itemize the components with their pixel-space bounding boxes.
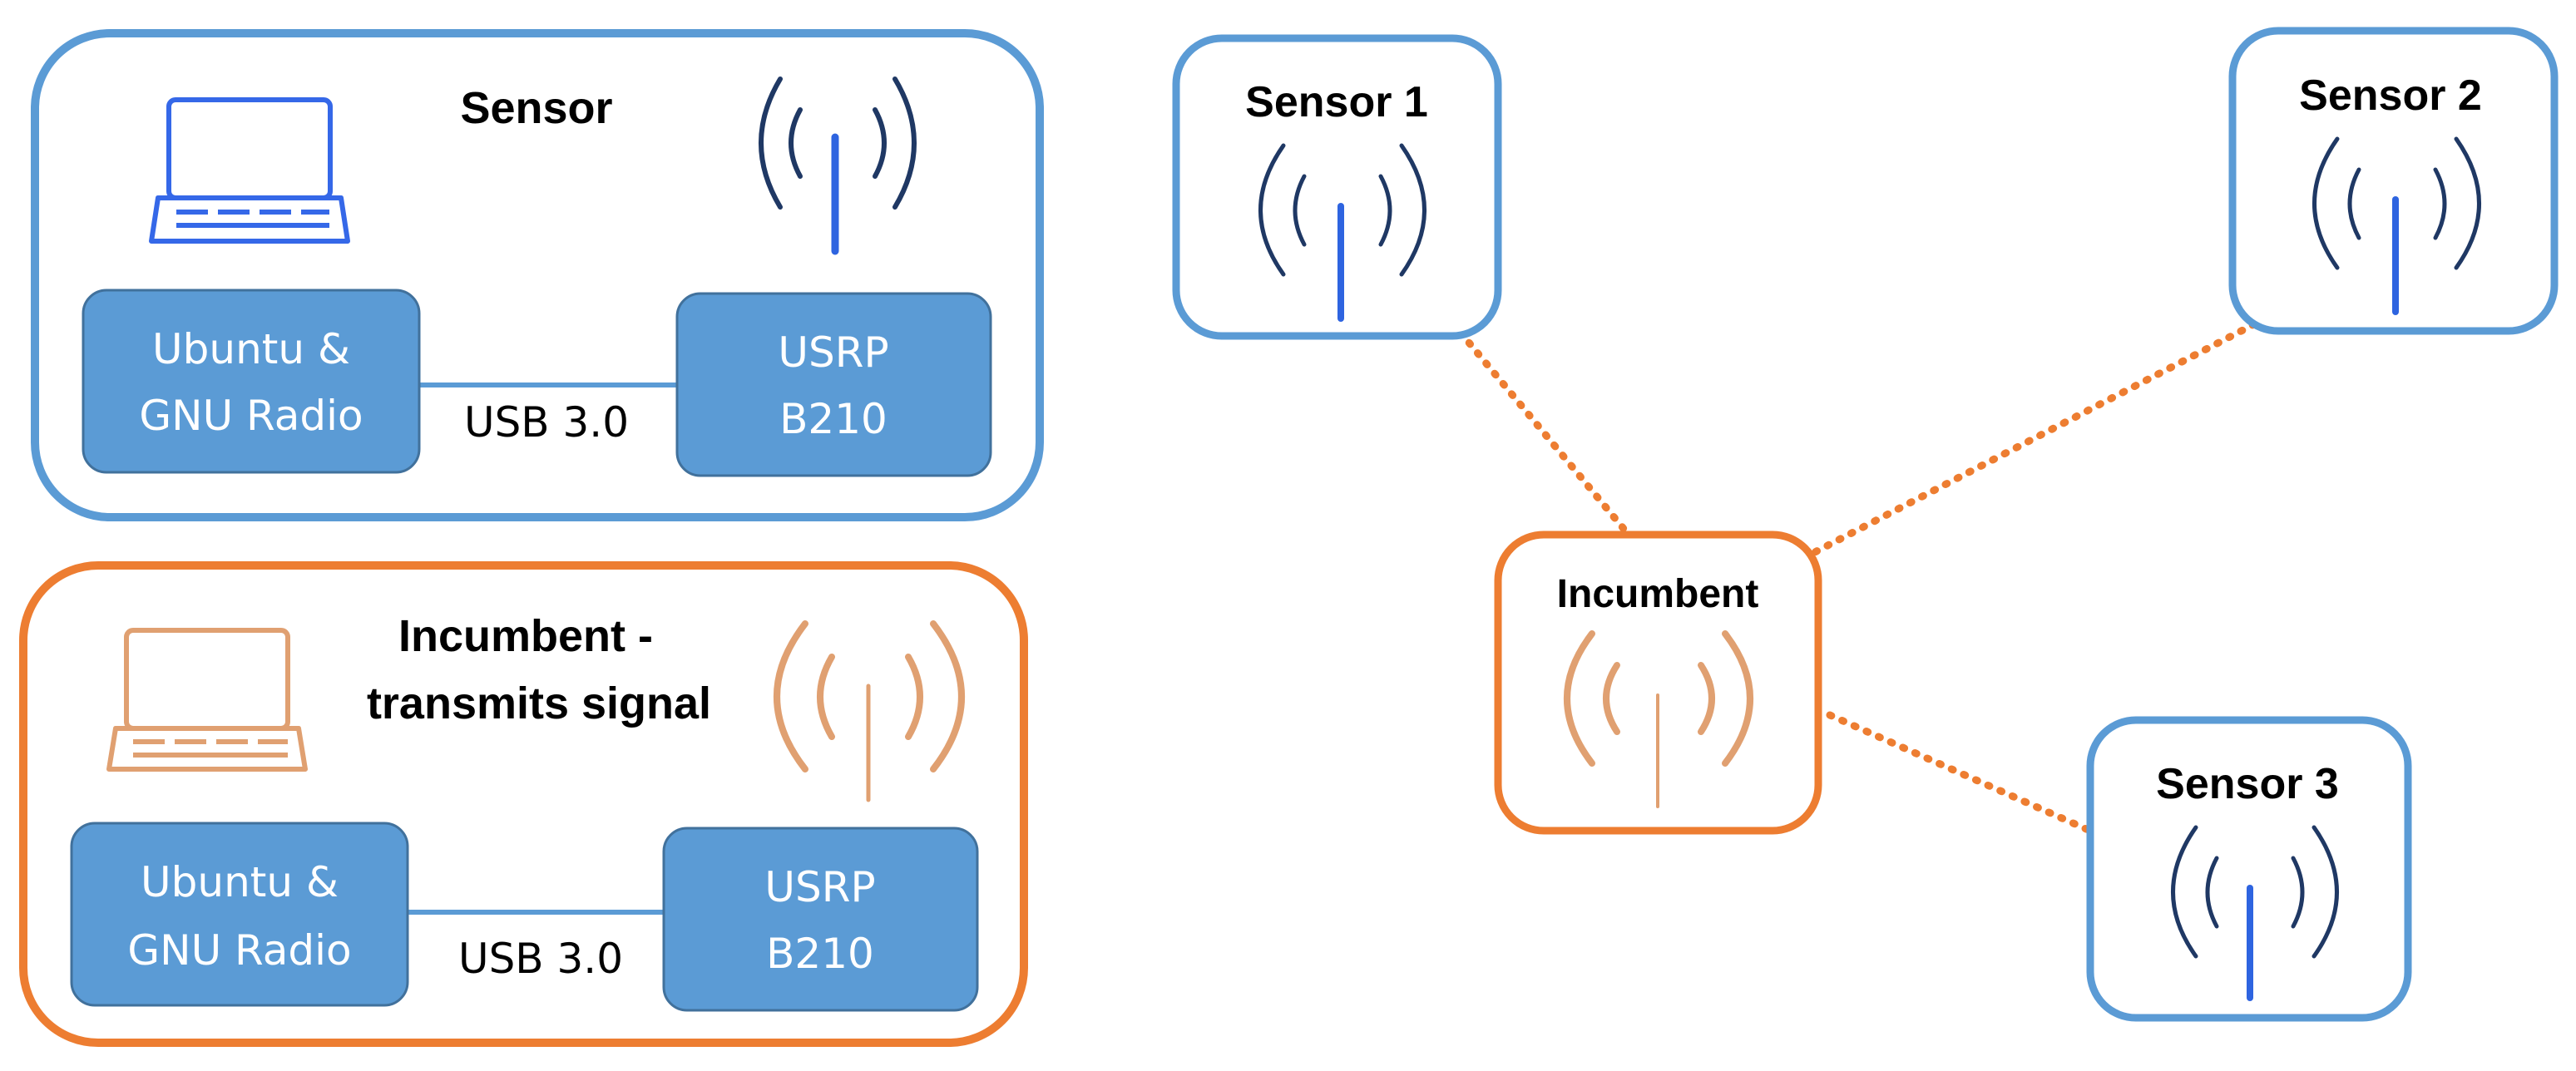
usrp-box: USRP B210 [662, 827, 979, 1012]
host-label-line2: GNU Radio [127, 926, 351, 975]
host-box: Ubuntu & GNU Radio [70, 822, 409, 1007]
usrp-label-line2: B210 [779, 395, 888, 443]
usrp-label-line2: B210 [766, 930, 874, 978]
link-sensor-3 [1826, 711, 2096, 836]
host-label-line1: Ubuntu & [152, 325, 350, 373]
sensor-node-label: Sensor 2 [2299, 72, 2482, 120]
host-label-line2: GNU Radio [139, 392, 363, 440]
network-links [1456, 320, 2258, 836]
laptop-icon [149, 97, 350, 244]
incumbent-panel-title-line1: Incumbent - [398, 611, 653, 661]
usb-link-label: USB 3.0 [464, 398, 629, 447]
sensor-node-label: Sensor 1 [1245, 78, 1428, 126]
incumbent-panel-border [19, 561, 1028, 1047]
sensor-panel-border [31, 29, 1044, 521]
laptop-icon [106, 628, 308, 772]
incumbent-panel: Incumbent - transmits signal USB 3.0 Ubu… [19, 561, 1028, 1047]
usrp-label-line1: USRP [764, 863, 875, 911]
antenna-icon [759, 76, 917, 255]
incumbent-panel-title-line2: transmits signal [367, 679, 711, 728]
link-sensor-1 [1456, 328, 1629, 534]
antenna-icon [774, 620, 965, 802]
sensor-node-2: Sensor 2 [2228, 27, 2559, 335]
antenna-icon [2171, 825, 2339, 1001]
incumbent-node-label: Incumbent [1557, 572, 1759, 616]
antenna-icon [1564, 630, 1753, 808]
usrp-box: USRP B210 [675, 292, 992, 477]
sensor-panel-title: Sensor [460, 83, 612, 133]
host-label-line1: Ubuntu & [141, 858, 339, 906]
usb-link-label: USB 3.0 [458, 935, 623, 983]
antenna-icon [2312, 136, 2481, 315]
usrp-label-line1: USRP [778, 328, 888, 377]
sensor-node-label: Sensor 3 [2156, 760, 2339, 808]
sensor-node-3: Sensor 3 [2086, 716, 2412, 1022]
link-sensor-2 [1809, 320, 2258, 557]
incumbent-node: Incumbent [1494, 531, 1822, 835]
sensor-node-1: Sensor 1 [1172, 34, 1502, 340]
antenna-icon [1258, 143, 1426, 322]
sensor-panel: Sensor USB 3.0 Ubuntu & GNU Radio [31, 29, 1044, 521]
host-box: Ubuntu & GNU Radio [82, 289, 421, 474]
